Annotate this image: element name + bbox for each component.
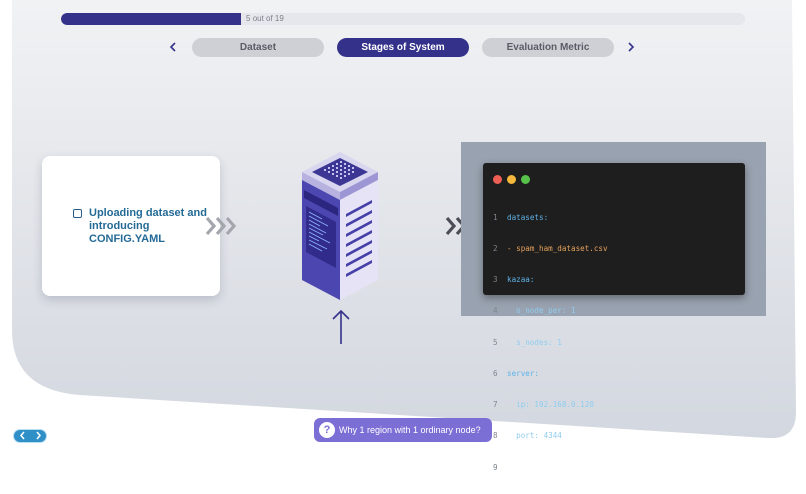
tab-stages-of-system[interactable]: Stages of System — [337, 38, 469, 57]
code-line: 6 server: — [493, 369, 608, 379]
line-number: 9 — [493, 462, 498, 472]
code-text: - spam_ham_dataset.csv — [507, 244, 608, 254]
tab-next-button[interactable] — [623, 39, 639, 55]
slide-nav — [13, 429, 47, 443]
step-card[interactable]: Uploading dataset and introducing CONFIG… — [42, 156, 220, 296]
tab-prev-button[interactable] — [165, 39, 181, 55]
question-text: Why 1 region with 1 ordinary node? — [339, 425, 481, 435]
progress-bar — [61, 13, 745, 25]
slide-stage: 5 out of 19 Dataset Stages of System Eva… — [12, 0, 796, 472]
window-maximize-dot — [521, 175, 530, 184]
checkbox-icon[interactable] — [73, 209, 82, 218]
question-icon: ? — [319, 422, 335, 438]
code-text: kazaa: — [507, 275, 535, 285]
triple-chevron-right-icon — [205, 216, 237, 236]
window-minimize-dot — [507, 175, 516, 184]
line-number: 5 — [493, 337, 498, 347]
tab-dataset[interactable]: Dataset — [192, 38, 324, 57]
code-text: server: — [507, 368, 540, 378]
chevron-right-icon — [628, 42, 635, 52]
line-number: 7 — [493, 400, 498, 410]
tab-evaluation-metric[interactable]: Evaluation Metric — [482, 38, 614, 57]
line-number: 4 — [493, 306, 498, 316]
code-text: ip: 192.168.0.120 — [507, 400, 594, 410]
code-line: 3 kazaa: — [493, 275, 608, 285]
next-slide-button[interactable] — [31, 430, 45, 441]
code-text: s_nodes: 1 — [507, 337, 562, 347]
server-icon — [302, 152, 378, 300]
chevron-left-icon — [20, 431, 25, 440]
line-number: 1 — [493, 212, 498, 222]
code-line: 8 port: 4344 — [493, 431, 608, 441]
code-text: o_node_per: 1 — [507, 306, 576, 316]
code-text: datasets: — [507, 212, 549, 222]
code-line: 1 datasets: — [493, 213, 608, 223]
question-button[interactable]: ? Why 1 region with 1 ordinary node? — [314, 418, 492, 442]
window-close-dot — [493, 175, 502, 184]
chevron-right-icon — [36, 431, 41, 440]
line-number: 6 — [493, 368, 498, 378]
code-line: 9 — [493, 463, 608, 473]
line-number: 3 — [493, 275, 498, 285]
code-block: 1 datasets: 2 - spam_ham_dataset.csv 3 kaza… — [493, 192, 608, 494]
code-text: port: 4344 — [507, 431, 562, 441]
line-number: 2 — [493, 244, 498, 254]
progress-label: 5 out of 19 — [246, 14, 284, 23]
code-line: 4 o_node_per: 1 — [493, 306, 608, 316]
progress-fill — [61, 13, 242, 25]
slide-background — [12, 0, 796, 439]
step-text: Uploading dataset and introducing CONFIG… — [89, 207, 207, 245]
arrow-up-icon — [332, 309, 350, 344]
code-editor-window: 1 datasets: 2 - spam_ham_dataset.csv 3 kaza… — [483, 163, 745, 472]
prev-slide-button[interactable] — [16, 430, 30, 441]
code-line: 5 s_nodes: 1 — [493, 338, 608, 348]
code-line: 7 ip: 192.168.0.120 — [493, 400, 608, 410]
code-line: 2 - spam_ham_dataset.csv — [493, 244, 608, 254]
line-number: 8 — [493, 431, 498, 441]
chevron-left-icon — [169, 42, 176, 52]
